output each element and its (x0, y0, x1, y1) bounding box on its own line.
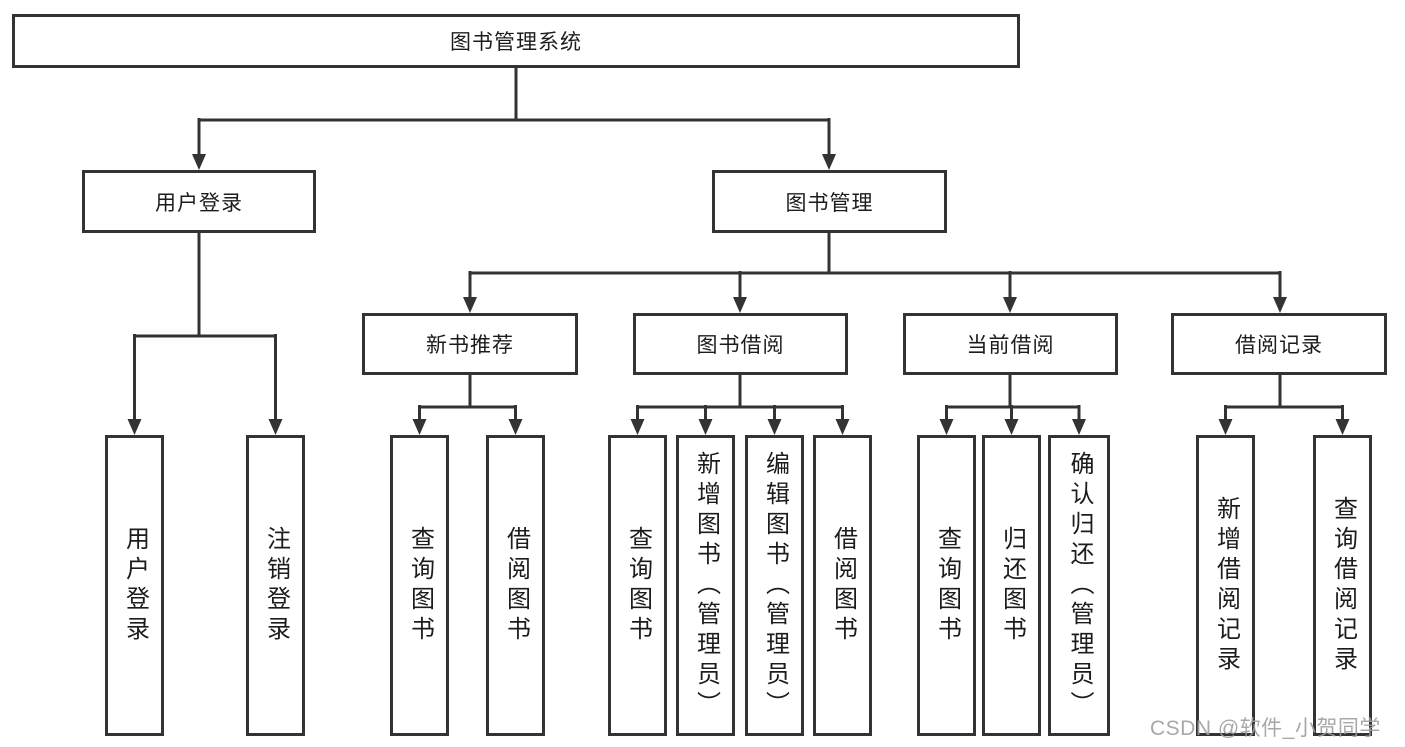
leaf-label: 查询图书 (624, 525, 652, 646)
leaf-label: 新增借阅记录 (1212, 495, 1240, 676)
leaf-edit-books-admin: 编辑图书（管理员） (745, 435, 804, 736)
leaf-user-login: 用户登录 (105, 435, 164, 736)
leaf-add-books-admin: 新增图书（管理员） (676, 435, 735, 736)
node-label: 图书管理系统 (450, 31, 582, 54)
node-label: 新书推荐 (426, 334, 514, 357)
connector-borrowrecords-to-leaves (1218, 373, 1350, 435)
leaf-add-borrow-record: 新增借阅记录 (1196, 435, 1255, 736)
node-current-borrowing: 当前借阅 (903, 313, 1118, 375)
leaf-confirm-return-admin: 确认归还（管理员） (1048, 435, 1110, 736)
node-label: 当前借阅 (966, 334, 1055, 357)
node-label: 借阅记录 (1235, 334, 1323, 357)
leaf-borrow-books: 借阅图书 (813, 435, 872, 736)
node-label: 用户登录 (155, 191, 243, 215)
connector-newbooks-to-leaves (412, 373, 523, 435)
node-label: 图书借阅 (696, 334, 785, 357)
node-label: 图书管理 (785, 191, 874, 215)
connector-bookmgmt-to-level3 (463, 231, 1287, 313)
leaf-label: 借阅图书 (829, 525, 857, 646)
csdn-watermark: CSDN @软件_小贺同学 (1150, 717, 1381, 740)
leaf-label: 新增图书（管理员） (692, 450, 720, 721)
node-borrowing-records: 借阅记录 (1171, 313, 1387, 375)
leaf-label: 查询图书 (933, 525, 961, 646)
leaf-query-books-current: 查询图书 (917, 435, 976, 736)
leaf-borrow-books-recommend: 借阅图书 (486, 435, 545, 736)
leaf-label: 用户登录 (121, 525, 149, 646)
connector-currentborrow-to-leaves (939, 373, 1086, 435)
leaf-label: 借阅图书 (502, 525, 530, 646)
leaf-label: 归还图书 (998, 525, 1026, 646)
connector-root-to-level2 (192, 66, 836, 170)
leaf-return-books: 归还图书 (982, 435, 1041, 736)
node-book-management-branch: 图书管理 (712, 170, 947, 233)
leaf-label: 确认归还（管理员） (1066, 450, 1093, 721)
leaf-query-borrow-record: 查询借阅记录 (1313, 435, 1372, 736)
node-user-login-branch: 用户登录 (82, 170, 316, 233)
connector-userlogin-to-leaves (127, 231, 283, 435)
node-root-system: 图书管理系统 (12, 14, 1020, 68)
leaf-logout: 注销登录 (246, 435, 305, 736)
leaf-query-books-recommend: 查询图书 (390, 435, 449, 736)
node-book-borrowing: 图书借阅 (633, 313, 848, 375)
leaf-label: 查询借阅记录 (1329, 495, 1357, 676)
leaf-label: 编辑图书（管理员） (761, 450, 789, 721)
node-new-book-recommend: 新书推荐 (362, 313, 578, 375)
leaf-label: 查询图书 (406, 525, 434, 646)
connector-bookborrow-to-leaves (630, 373, 850, 435)
leaf-query-books-borrow: 查询图书 (608, 435, 667, 736)
leaf-label: 注销登录 (262, 525, 290, 646)
